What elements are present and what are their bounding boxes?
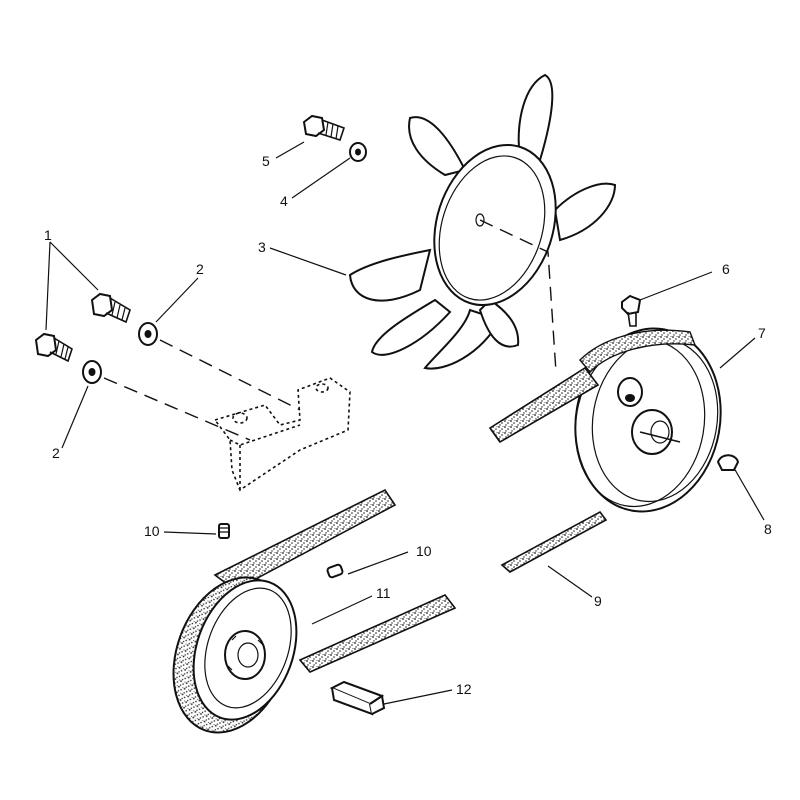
fan-blade: [553, 182, 617, 242]
assembly-line: [479, 219, 557, 373]
callout-2-upper: 2: [196, 261, 204, 277]
fan-blade: [348, 248, 432, 302]
callout-10-upper: 10: [144, 523, 160, 539]
large-pulley: [574, 327, 722, 513]
fan-blade: [517, 73, 554, 161]
fan-hub-hole: [475, 213, 485, 227]
washer-4: [349, 142, 367, 162]
set-screw-10-upper: [218, 523, 230, 539]
leader-lines: [45, 141, 765, 705]
callout-8: 8: [764, 521, 772, 537]
callout-1: 1: [44, 227, 52, 243]
bolt-1-lower: [34, 332, 73, 363]
fan-shroud-inner: [438, 155, 546, 301]
callout-9: 9: [594, 593, 602, 609]
callout-6: 6: [722, 261, 730, 277]
small-pulley: [172, 488, 457, 734]
belt-upper-run: [488, 366, 600, 444]
callout-3: 3: [258, 239, 266, 255]
assembly-line: [159, 339, 301, 411]
washer-2-lower: [82, 360, 102, 384]
mounting-bracket: [213, 377, 351, 492]
fan-blade: [408, 116, 467, 177]
set-screw-10-lower: [326, 563, 344, 579]
callout-4: 4: [280, 193, 288, 209]
set-screw-6: [621, 294, 642, 327]
fan: [348, 73, 617, 370]
callout-10-lower: 10: [416, 543, 432, 559]
assembly-line: [103, 377, 251, 441]
fan-blade: [478, 298, 520, 348]
fan-blade: [423, 308, 502, 370]
callout-7: 7: [758, 325, 766, 341]
callout-12: 12: [456, 681, 472, 697]
key-8: [716, 454, 740, 471]
callout-11: 11: [376, 585, 391, 601]
bolt-5: [302, 114, 346, 142]
washer-2-upper: [138, 322, 158, 346]
belt-9-lower-run: [500, 510, 608, 573]
key-12: [329, 680, 386, 716]
callout-5: 5: [262, 153, 270, 169]
fan-shroud-outer: [433, 143, 557, 307]
callout-2-lower: 2: [52, 445, 60, 461]
bolt-1-upper: [90, 292, 131, 324]
fan-blade: [370, 298, 452, 356]
